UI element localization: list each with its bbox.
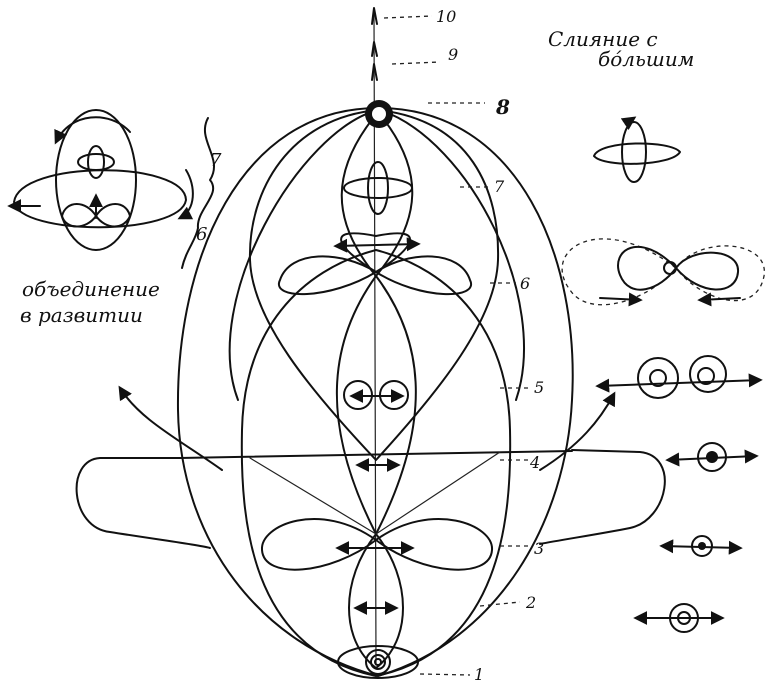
top-small-vertical [368, 162, 388, 214]
upper-right-arc [380, 110, 524, 400]
level-1-label: 1 [474, 665, 484, 684]
left-brace-label-7: 7 [210, 150, 222, 171]
right-glyph-3 [598, 356, 760, 398]
level-9-label: 9 [448, 45, 458, 64]
right-out-arrow [540, 394, 614, 470]
right-glyph-2 [562, 239, 764, 305]
band-right [540, 450, 665, 544]
diag-left [250, 458, 376, 534]
level-10-label: 10 [436, 7, 456, 26]
level-4-label: 4 [529, 453, 540, 472]
left-note-line-2: в развитии [20, 303, 143, 327]
level-6-label: 6 [520, 274, 530, 293]
arrow-level-6 [336, 244, 418, 246]
bottom-spiral-core [375, 659, 381, 665]
left-brace [182, 118, 214, 268]
title-line-2: бо́льшим [598, 47, 694, 71]
level-3-label: 3 [534, 539, 544, 558]
upper-left-arc [230, 110, 378, 400]
level-5-label: 5 [534, 378, 544, 397]
right-glyph-1 [594, 118, 680, 182]
level-8-label: 8 [495, 95, 510, 119]
right-glyph-4 [668, 443, 756, 471]
level-7-label: 7 [494, 177, 505, 196]
left-brace-label-6: 6 [196, 224, 207, 245]
band-center-line [180, 451, 572, 458]
left-top-glyph [10, 110, 193, 250]
level-labels: 1 2 3 4 5 6 7 8 9 10 [384, 7, 544, 684]
band-left [77, 458, 210, 548]
left-note-line-1: объединение [22, 277, 160, 301]
right-glyph-5 [662, 536, 740, 556]
top-spiral-hole [372, 107, 386, 121]
right-glyph-6 [636, 604, 722, 632]
top-small-ellipse [344, 178, 412, 198]
level-2-label: 2 [525, 593, 536, 612]
